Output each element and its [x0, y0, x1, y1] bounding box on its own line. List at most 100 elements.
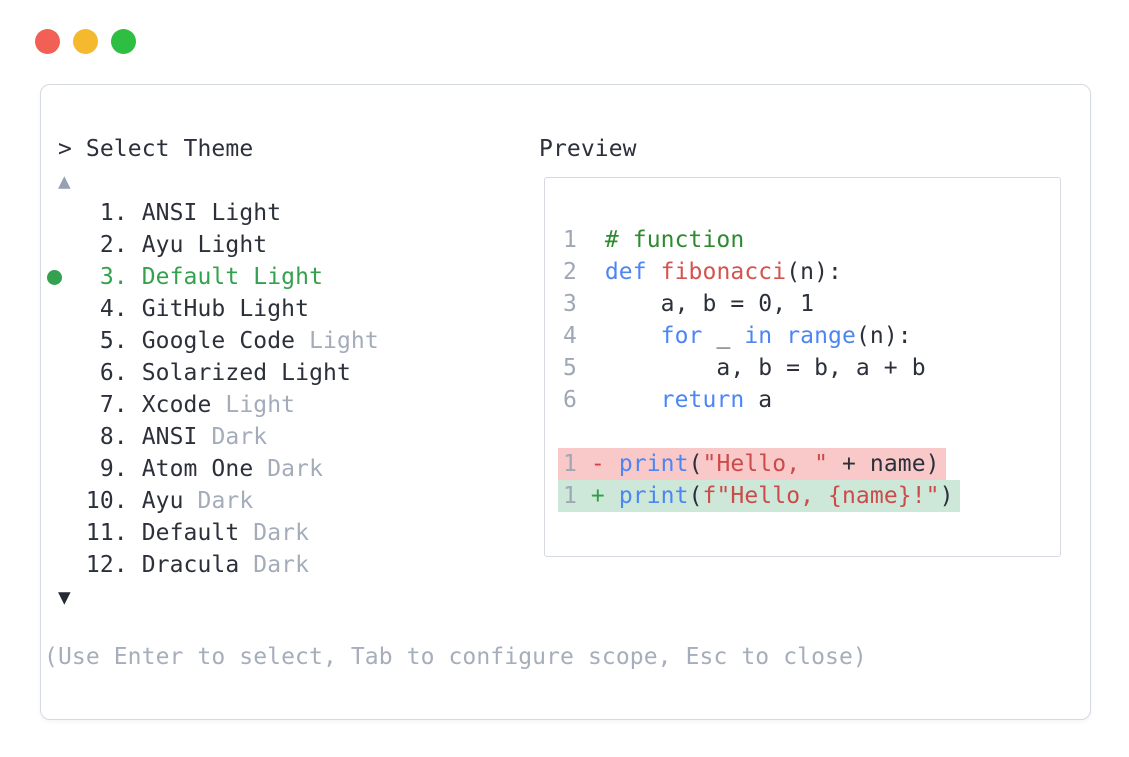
code-line-8: 1 - print("Hello, " + name): [558, 448, 1060, 480]
bullet-slot: [44, 485, 58, 517]
theme-item-number: 3.: [58, 264, 128, 290]
code-token: in: [744, 323, 773, 349]
theme-item-6[interactable]: 6. Solarized Light: [44, 357, 379, 389]
close-window-button[interactable]: [35, 29, 60, 54]
code-token: (: [688, 451, 703, 477]
theme-item-10[interactable]: 10. Ayu Dark: [44, 485, 379, 517]
code-token: print: [618, 483, 689, 509]
code-token: a: [744, 387, 773, 413]
theme-item-number: 12.: [58, 552, 128, 578]
code-token: + name): [828, 451, 940, 477]
code-token: [605, 451, 619, 477]
zoom-window-button[interactable]: [111, 29, 136, 54]
theme-item-number: 10.: [58, 488, 128, 514]
code-line-7: [563, 416, 1060, 448]
theme-item-number: 4.: [58, 296, 128, 322]
minimize-window-button[interactable]: [73, 29, 98, 54]
code-token: # function: [604, 227, 745, 253]
code-token: range: [786, 323, 856, 349]
theme-item-number: 11.: [58, 520, 128, 546]
select-theme-header: > Select Theme: [44, 133, 379, 165]
code-token: [577, 451, 591, 477]
theme-item-name: ANSI: [127, 200, 198, 226]
theme-item-variant: Light: [211, 392, 296, 418]
theme-item-3[interactable]: 3. Default Light: [44, 261, 379, 293]
theme-item-7[interactable]: 7. Xcode Light: [44, 389, 379, 421]
code-token: [577, 227, 605, 253]
code-token: 4: [563, 323, 577, 349]
theme-item-1[interactable]: 1. ANSI Light: [44, 197, 379, 229]
bullet-slot: [44, 325, 58, 357]
theme-item-name: GitHub: [127, 296, 226, 322]
bullet-slot: [44, 197, 58, 229]
theme-item-11[interactable]: 11. Default Dark: [44, 517, 379, 549]
code-line-9: 1 + print(f"Hello, {name}!"): [558, 480, 1060, 512]
theme-item-4[interactable]: 4. GitHub Light: [44, 293, 379, 325]
theme-item-variant: Light: [197, 200, 282, 226]
code-token: 1: [563, 451, 577, 477]
code-token: 1: [563, 483, 577, 509]
theme-item-name: Google Code: [127, 328, 296, 354]
theme-item-name: Default: [127, 264, 240, 290]
theme-item-name: Default: [127, 520, 240, 546]
selected-indicator: [44, 261, 62, 293]
code-token: [577, 323, 605, 349]
bullet-slot: [44, 549, 58, 581]
code-token: print: [618, 451, 689, 477]
code-token: (: [688, 483, 703, 509]
code-line-6: 6 return a: [563, 384, 1060, 416]
bullet-slot: [44, 453, 58, 485]
code-token: [577, 387, 605, 413]
code-token: 1: [563, 227, 577, 253]
theme-item-number: 9.: [58, 456, 128, 482]
theme-list-pane: > Select Theme ▲ 1. ANSI Light 2. Ayu Li…: [44, 133, 379, 613]
code-token: [577, 259, 605, 285]
code-token: [605, 323, 661, 349]
theme-item-9[interactable]: 9. Atom One Dark: [44, 453, 379, 485]
code-token: [605, 387, 661, 413]
theme-item-12[interactable]: 12. Dracula Dark: [44, 549, 379, 581]
theme-item-variant: Light: [183, 232, 268, 258]
code-sample: 1 # function 2 def fibonacci(n):3 a, b = …: [558, 224, 1060, 512]
theme-item-8[interactable]: 8. ANSI Dark: [44, 421, 379, 453]
code-token: "Hello, ": [702, 451, 829, 477]
code-line-2: 2 def fibonacci(n):: [563, 256, 1060, 288]
theme-item-variant: Light: [239, 264, 324, 290]
theme-item-name: Ayu: [127, 232, 184, 258]
theme-item-2[interactable]: 2. Ayu Light: [44, 229, 379, 261]
code-token: for: [660, 323, 703, 349]
code-token: _: [702, 323, 745, 349]
code-token: (n):: [855, 323, 912, 349]
code-token: -: [590, 451, 605, 477]
code-line-3: 3 a, b = 0, 1: [563, 288, 1060, 320]
theme-item-name: Dracula: [127, 552, 240, 578]
bullet-slot: [44, 517, 58, 549]
prompt-chevron: >: [58, 136, 86, 162]
code-token: +: [590, 483, 605, 509]
preview-code-box: 1 # function 2 def fibonacci(n):3 a, b = …: [544, 177, 1061, 557]
theme-item-5[interactable]: 5. Google Code Light: [44, 325, 379, 357]
code-token: [577, 355, 605, 381]
scroll-up-icon[interactable]: ▲: [58, 169, 71, 193]
code-token: [647, 259, 661, 285]
theme-item-number: 7.: [58, 392, 128, 418]
code-token: [577, 483, 591, 509]
picker-title: Select Theme: [85, 136, 254, 162]
theme-item-name: Atom One: [127, 456, 254, 482]
selected-dot-icon: [47, 269, 62, 285]
theme-item-name: ANSI: [127, 424, 198, 450]
theme-item-number: 6.: [58, 360, 128, 386]
code-token: f"Hello, {name}!": [702, 483, 940, 509]
theme-item-number: 8.: [58, 424, 128, 450]
theme-item-variant: Light: [295, 328, 379, 354]
scroll-down-icon[interactable]: ▼: [58, 585, 71, 609]
code-token: 5: [563, 355, 577, 381]
theme-item-number: 5.: [58, 328, 128, 354]
code-token: return: [660, 387, 745, 413]
theme-item-variant: Dark: [253, 456, 324, 482]
code-token: a, b = b, a + b: [604, 355, 926, 381]
theme-item-number: 2.: [58, 232, 128, 258]
code-token: fibonacci: [660, 259, 787, 285]
theme-item-number: 1.: [58, 200, 128, 226]
